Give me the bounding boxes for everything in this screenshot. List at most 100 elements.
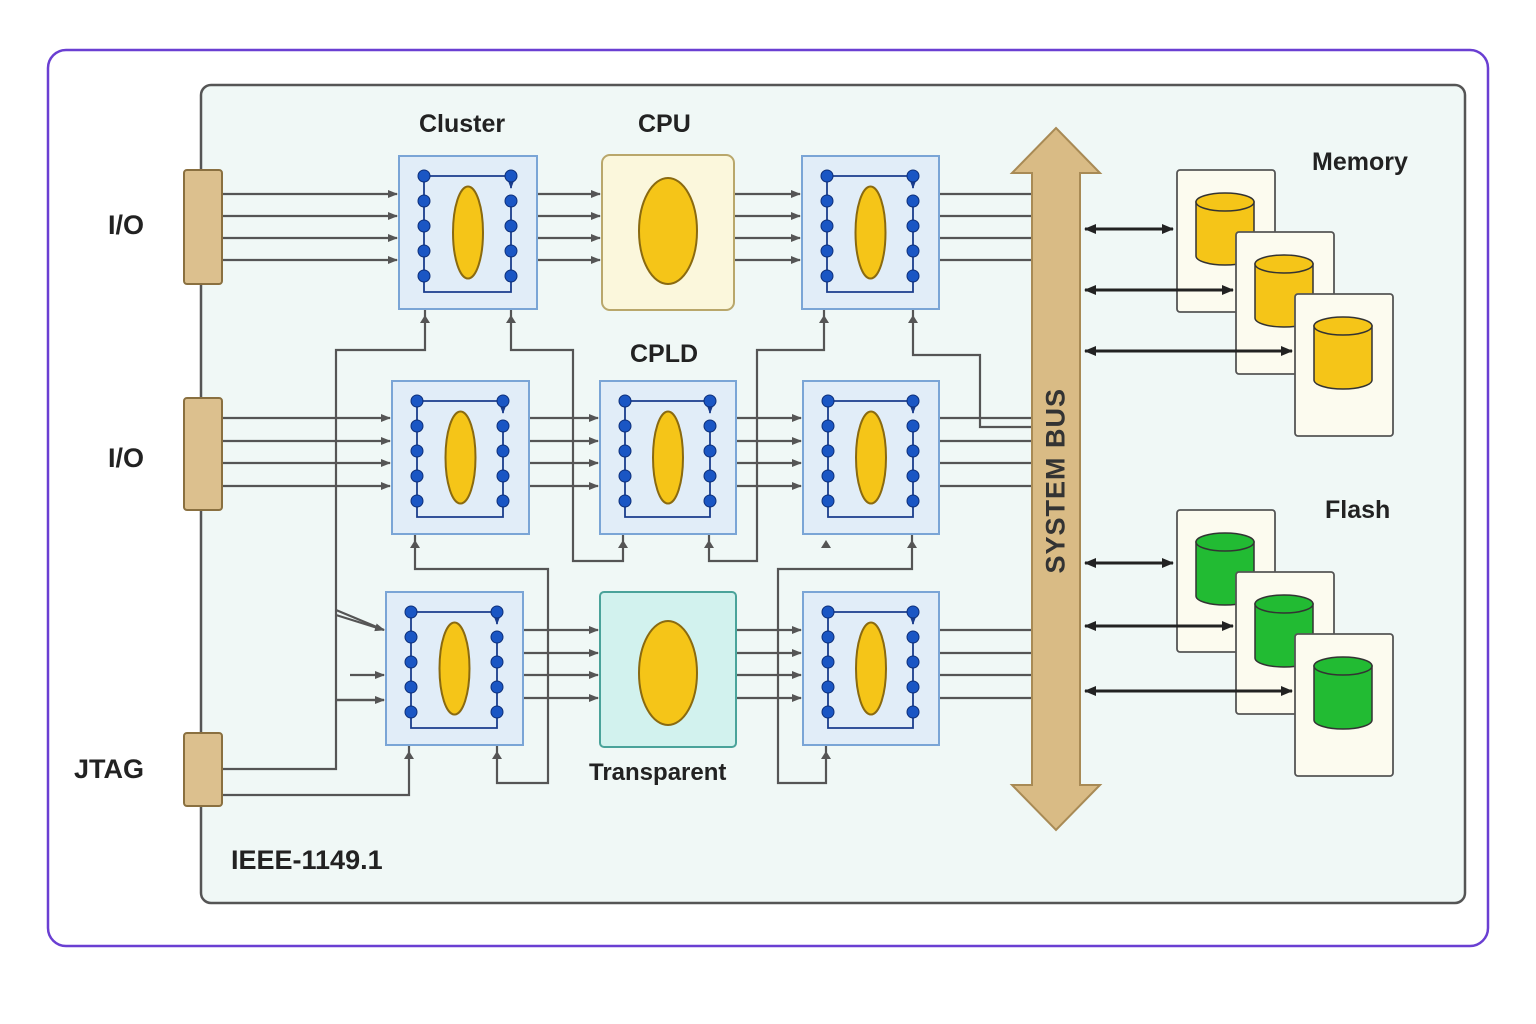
signal-wires [222,190,1032,797]
scan-entry-arrow [908,315,918,323]
scan-route-7 [707,309,826,563]
cluster-label: Cluster [419,110,506,138]
scan-node [906,244,920,258]
scan-node [490,705,504,719]
scan-entry-arrow [492,751,502,759]
scan-node [496,494,510,508]
cell-core [452,185,484,280]
io-connector-mid [183,397,223,511]
cell-core [855,621,887,716]
standard-label: IEEE-1149.1 [231,845,383,875]
scan-node [703,494,717,508]
scan-route-9 [776,534,914,785]
transparent-label: Transparent [589,759,727,786]
scan-node [820,219,834,233]
cylinder-top [1254,594,1314,614]
scan-node [504,269,518,283]
storage [1176,169,1394,777]
io-connector-top [183,169,223,285]
cylinder-top [1195,192,1255,212]
scan-node [417,219,431,233]
scan-route-3 [222,745,411,797]
scan-node [618,444,632,458]
system-bus-label: SYSTEM BUS [1040,387,1071,574]
cylinder-top [1195,532,1255,552]
cell-core [652,410,684,505]
scan-node [417,269,431,283]
cylinder-body [1313,665,1373,730]
scan-entry-arrow [618,540,628,548]
cell-r3c3 [802,591,940,746]
scan-entry-arrow [821,540,831,548]
memory-label: Memory [1312,148,1408,176]
scan-node [404,605,418,619]
scan-node [906,169,920,183]
scan-node [417,244,431,258]
scan-node [417,169,431,183]
cell-r3c1 [385,591,524,746]
bus-storage-links [1084,224,1293,696]
cylinder-top [1313,656,1373,676]
scan-entry-arrow [821,751,831,759]
scan-entry-arrow [506,315,516,323]
scan-node [496,444,510,458]
cluster-cell-r1c1 [398,155,538,310]
cell-core [444,410,477,505]
scan-node [703,394,717,408]
cell-core [438,621,471,716]
scan-node [906,705,920,719]
scan-node [906,605,920,619]
cpu-label: CPU [638,110,691,138]
scan-node [410,419,424,433]
scan-node [821,655,835,669]
system-bus-arrow [1009,126,1103,832]
jtag-into-cell [335,613,385,632]
scan-node [820,269,834,283]
scan-node [906,269,920,283]
cpu-core [638,177,698,285]
scan-node [906,630,920,644]
scan-entry-arrow [404,751,414,759]
scan-node [821,419,835,433]
scan-node [703,469,717,483]
memory-card-3 [1294,293,1394,437]
scan-node [404,655,418,669]
scan-node [504,194,518,208]
scan-route-5 [413,534,550,785]
scan-node [490,605,504,619]
scan-node [906,680,920,694]
scan-node [417,194,431,208]
scan-node [404,630,418,644]
scan-entry-arrow [819,315,829,323]
scan-node [821,680,835,694]
scan-node [906,469,920,483]
scan-node [496,419,510,433]
cpld-cell-r2c1 [391,380,530,535]
scan-node [490,630,504,644]
scan-node [618,394,632,408]
scan-node [906,494,920,508]
flash-label: Flash [1325,496,1391,524]
scan-node [618,419,632,433]
scan-node [821,444,835,458]
scan-node [821,705,835,719]
scan-node [906,194,920,208]
flash-card-3 [1294,633,1394,777]
scan-node [504,244,518,258]
scan-node [618,494,632,508]
scan-node [906,219,920,233]
scan-node [821,605,835,619]
cylinder-top [1254,254,1314,274]
scan-node [618,469,632,483]
scan-node [821,469,835,483]
scan-node [404,705,418,719]
scan-node [906,655,920,669]
scan-node [490,655,504,669]
scan-node [496,394,510,408]
cell-core [855,410,887,505]
cells [385,155,940,746]
io-mid-label: I/O [108,443,145,473]
scan-entry-arrow [420,315,430,323]
cell-core [854,185,887,280]
